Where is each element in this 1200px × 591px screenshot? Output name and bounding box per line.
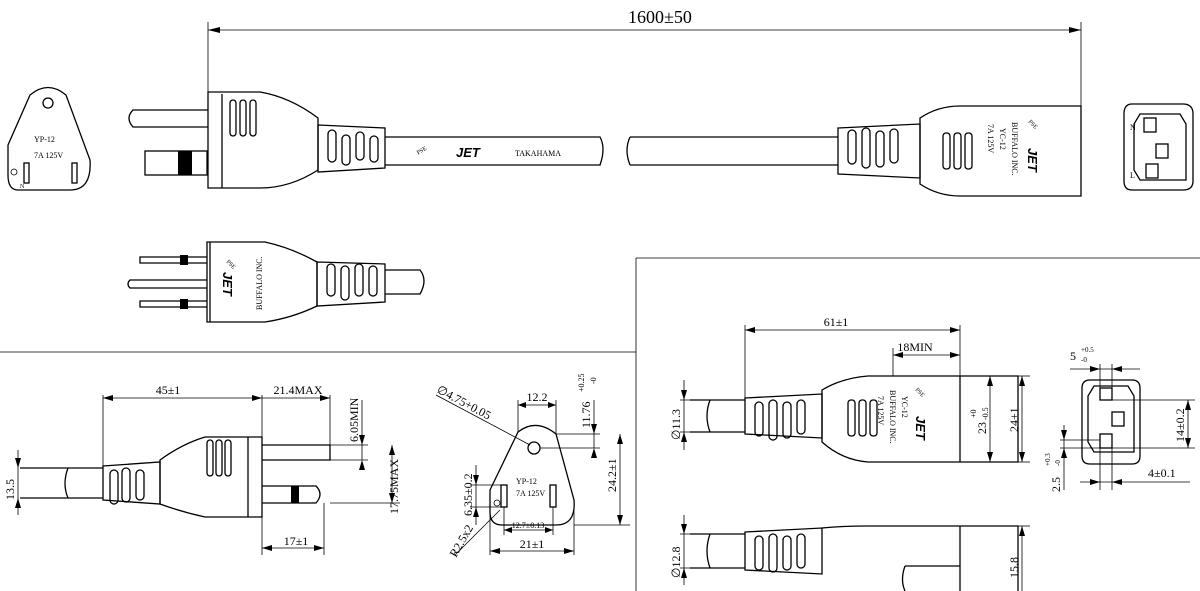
dim-conn-length: 61±1	[824, 315, 849, 329]
plug-face-dimensioned: YP-12 7A 125V 12.2 ∅4.75+0.05 11.76 +0.2…	[435, 373, 630, 560]
dim-conn-w: 23	[975, 422, 989, 434]
cord-maker-mark: TAKAHAMA	[515, 149, 561, 158]
conn-top-rating: 7A 125V	[986, 124, 995, 153]
dim-face-height-top: 11.76	[579, 401, 593, 428]
dim-plug-head: 21.4MAX	[273, 383, 322, 397]
socket-face-top: N L	[1123, 103, 1194, 191]
conn-dim-jet: JET	[913, 416, 928, 441]
dim-face-radius: R2.5x2	[446, 522, 476, 559]
dim-sock-w: 4±0.1	[1148, 466, 1176, 480]
dim-face-width: 21±1	[520, 537, 545, 551]
dim-face-blade: 6.35±0.2	[461, 473, 475, 516]
plug-middle-view: JET PSE BUFFALO INC.	[127, 241, 425, 323]
face-dim-model: YP-12	[516, 477, 537, 486]
mid-pse: PSE	[225, 259, 237, 271]
socket-top-l: L	[1130, 171, 1135, 180]
dim-face-tol-plus: +0.25	[577, 373, 586, 392]
dim-plug-base: 17±1	[284, 534, 309, 548]
mid-jet: JET	[220, 272, 235, 297]
dim-conn-h2: 15.8	[1007, 557, 1021, 578]
conn-dim-pse: PSE	[914, 387, 926, 399]
dim-face-hole: ∅4.75+0.05	[435, 382, 494, 422]
cord-pse-top: PSE	[416, 146, 428, 157]
dim-face-spacing: 12.7±0.13	[512, 521, 544, 530]
conn-top-jet: JET	[1025, 148, 1040, 173]
total-length-label: 1600±50	[628, 7, 692, 27]
conn-top-pse: PSE	[1027, 119, 1039, 131]
socket-top-n: N	[1130, 123, 1136, 132]
face-top-n: N	[20, 184, 25, 190]
dim-plug-dia: 13.5	[3, 479, 17, 500]
dim-conn-cord2: ∅12.8	[669, 547, 683, 578]
plug-ribs	[229, 99, 257, 137]
dim-pin-min: 6.05MIN	[347, 397, 361, 442]
dim-sock-pin-minus: -0	[1054, 460, 1062, 466]
dim-conn-h: 24±1	[1007, 407, 1021, 432]
connector-top-view: YC-12 7A 125V BUFFALO INC. PSE JET	[837, 105, 1082, 197]
face-dim-rating: 7A 125V	[516, 489, 545, 498]
plug-top-view: PSE JET TAKAHAMA	[128, 91, 838, 189]
face-top-rating: 7A 125V	[34, 151, 63, 160]
mid-company: BUFFALO INC.	[255, 256, 264, 310]
face-top-model: YP-12	[34, 135, 55, 144]
dim-plug-length: 45±1	[156, 383, 181, 397]
dim-sock-top-plus: +0.5	[1081, 346, 1094, 354]
dim-conn-w-plus: +0	[969, 409, 978, 418]
dim-face-height: 24.2±1	[605, 458, 619, 492]
dim-sock-pin: 2.5	[1049, 477, 1063, 492]
dim-face-tol-minus: -0	[589, 377, 598, 384]
cord-jet-mark: JET	[456, 145, 481, 160]
conn-dim-company: BUFFALO INC.	[888, 390, 897, 444]
dim-sock-pin-plus: +0.3	[1044, 453, 1052, 466]
dim-face-top: 12.2	[527, 390, 548, 404]
plug-face-top: YP-12 7A 125V N	[7, 86, 91, 191]
dim-pin-max: 17.75MAX	[387, 459, 401, 514]
dim-conn-min: 18MIN	[897, 340, 933, 354]
socket-face-dimensioned: 5 +0.5 -0 14±0.2 2.5 +0.3 -0 4±0.1	[1044, 346, 1195, 492]
total-length-dimension: 1600±50	[207, 7, 1082, 107]
dim-conn-cord: ∅11.3	[669, 409, 683, 440]
dim-sock-top: 5	[1070, 349, 1076, 363]
plug-dimensioned-view: 45±1 21.4MAX 6.05MIN 17.75MAX 13.5 17±1	[3, 383, 401, 555]
conn-top-company: BUFFALO INC.	[1010, 122, 1019, 176]
dim-conn-w-minus: -0.5	[981, 407, 990, 420]
connector-side-view: ∅12.8 15.8	[669, 515, 1030, 591]
dim-sock-top-minus: -0	[1081, 356, 1087, 364]
conn-dim-model: YC-12	[900, 396, 909, 418]
conn-dim-rating: 7A 125V	[876, 396, 885, 425]
conn-top-model: YC-12	[998, 128, 1007, 150]
connector-dimensioned-view: BUFFALO INC. YC-12 7A 125V PSE JET 61±1 …	[669, 315, 1030, 463]
dim-sock-h: 14±0.2	[1173, 408, 1187, 442]
